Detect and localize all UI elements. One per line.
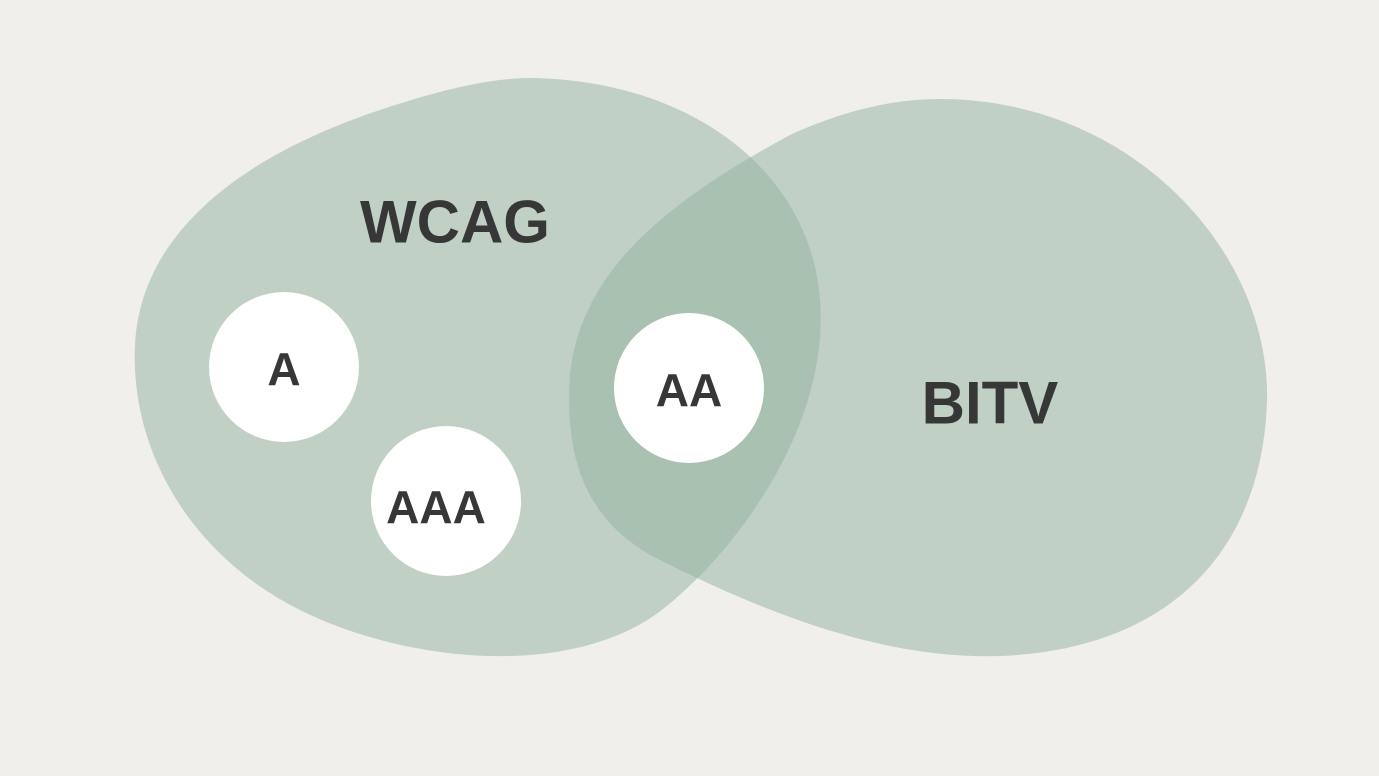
level-a-label: A — [267, 343, 300, 395]
bitv-set-area — [569, 99, 1268, 657]
level-a-node: A — [209, 292, 359, 442]
level-aa-node: AA — [614, 313, 764, 463]
level-aa-circle — [614, 313, 764, 463]
level-aa-label: AA — [656, 364, 722, 416]
wcag-label: WCAG — [360, 189, 550, 256]
level-aaa-node: AAA — [371, 426, 521, 576]
level-aaa-label: AAA — [386, 481, 486, 533]
level-aaa-circle — [371, 426, 521, 576]
bitv-label: BITV — [922, 370, 1059, 437]
level-a-circle — [209, 292, 359, 442]
